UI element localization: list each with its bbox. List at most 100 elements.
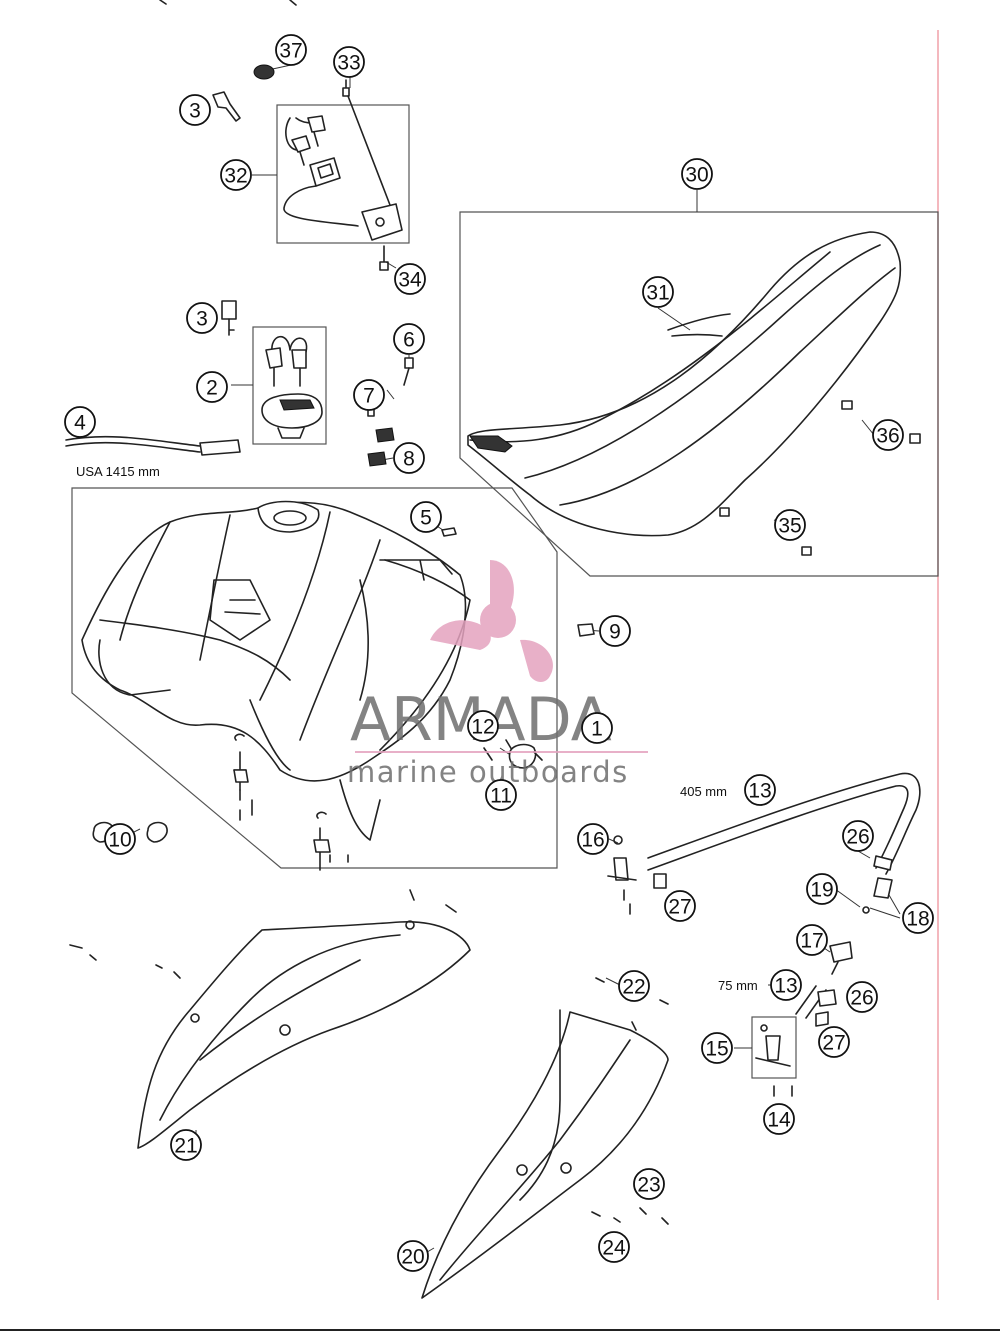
callout-number: 5 bbox=[420, 507, 432, 530]
callout-number: 21 bbox=[174, 1135, 197, 1158]
callout-12: 12 bbox=[467, 710, 499, 742]
fuel-tank bbox=[81, 500, 471, 841]
callout-number: 13 bbox=[748, 780, 771, 803]
callout-number: 14 bbox=[767, 1109, 791, 1132]
callout-number: 2 bbox=[206, 377, 218, 400]
callout-27: 27 bbox=[818, 1026, 850, 1058]
callout-number: 17 bbox=[800, 930, 823, 953]
callout-number: 34 bbox=[398, 269, 422, 292]
watermark-tagline: marine outboards bbox=[347, 755, 629, 789]
callout-34: 34 bbox=[394, 263, 426, 295]
callout-number: 1 bbox=[591, 718, 603, 741]
callout-number: 35 bbox=[778, 515, 801, 538]
callout-33: 33 bbox=[333, 46, 365, 78]
seat bbox=[467, 231, 902, 537]
fuel-tank-cap bbox=[261, 335, 323, 439]
callout-number: 22 bbox=[622, 976, 645, 999]
callout-number: 13 bbox=[774, 975, 797, 998]
callout-36: 36 bbox=[872, 419, 904, 451]
callout-26: 26 bbox=[846, 981, 878, 1013]
callout-number: 36 bbox=[876, 425, 899, 448]
callout-number: 16 bbox=[581, 829, 604, 852]
seat-rubber-bumpers bbox=[719, 400, 921, 556]
callout-number: 12 bbox=[471, 716, 494, 739]
callout-19: 19 bbox=[806, 873, 838, 905]
callout-30: 30 bbox=[681, 158, 713, 190]
fuel-hose-long bbox=[647, 772, 921, 914]
callout-17: 17 bbox=[796, 924, 828, 956]
key bbox=[221, 300, 237, 336]
callout-number: 15 bbox=[705, 1038, 728, 1061]
propeller-logo bbox=[430, 560, 554, 682]
fuel-tank-group-box bbox=[71, 487, 558, 869]
callout-32: 32 bbox=[220, 159, 252, 191]
callout-1: 1 bbox=[581, 712, 613, 744]
callout-number: 30 bbox=[685, 164, 708, 187]
ignition-lock-group-box bbox=[276, 104, 410, 244]
callout-16: 16 bbox=[577, 823, 609, 855]
callout-35: 35 bbox=[774, 509, 806, 541]
callout-27: 27 bbox=[664, 890, 696, 922]
tank-small-parts bbox=[92, 527, 595, 871]
callout-number: 33 bbox=[337, 52, 360, 75]
callout-3: 3 bbox=[179, 94, 211, 126]
callout-20: 20 bbox=[397, 1240, 429, 1272]
cropped-heading-remnant bbox=[159, 0, 297, 6]
callout-number: 6 bbox=[403, 329, 415, 352]
callout-number: 4 bbox=[74, 412, 86, 435]
callout-number: 9 bbox=[609, 621, 621, 644]
long-hose-length-label: 405 mm bbox=[680, 784, 727, 799]
short-hose-length-label: 75 mm bbox=[718, 978, 758, 993]
callout-15: 15 bbox=[701, 1032, 733, 1064]
seat-group-box bbox=[459, 211, 939, 577]
callout-number: 18 bbox=[906, 908, 929, 931]
callout-26: 26 bbox=[842, 820, 874, 852]
callout-6: 6 bbox=[393, 323, 425, 355]
armada-watermark: ARMADA marine outboards bbox=[347, 560, 648, 789]
callout-2: 2 bbox=[196, 371, 228, 403]
callout-number: 24 bbox=[602, 1237, 626, 1260]
callout-number: 11 bbox=[490, 785, 512, 808]
side-cover-left bbox=[69, 889, 471, 1149]
callout-number: 26 bbox=[850, 987, 873, 1010]
callout-number: 8 bbox=[403, 448, 415, 471]
callout-9: 9 bbox=[599, 615, 631, 647]
callout-8: 8 bbox=[393, 442, 425, 474]
side-cover-right bbox=[421, 977, 669, 1299]
callout-number: 37 bbox=[279, 40, 302, 63]
callout-24: 24 bbox=[598, 1231, 630, 1263]
callout-number: 3 bbox=[189, 100, 201, 123]
callout-37: 37 bbox=[275, 34, 307, 66]
callout-10: 10 bbox=[104, 823, 136, 855]
callout-13: 13 bbox=[770, 969, 802, 1001]
callout-number: 19 bbox=[810, 879, 833, 902]
callout-number: 23 bbox=[637, 1174, 660, 1197]
callout-22: 22 bbox=[618, 970, 650, 1002]
callout-11: 11 bbox=[485, 779, 517, 811]
callout-number: 10 bbox=[108, 829, 131, 852]
callout-number: 31 bbox=[646, 282, 669, 305]
tank-vent-hose bbox=[65, 435, 241, 456]
callout-number: 27 bbox=[668, 896, 691, 919]
callout-number: 32 bbox=[224, 165, 247, 188]
callout-3: 3 bbox=[186, 302, 218, 334]
callout-31: 31 bbox=[642, 276, 674, 308]
callout-4: 4 bbox=[64, 406, 96, 438]
callout-number: 20 bbox=[401, 1246, 424, 1269]
callout-23: 23 bbox=[633, 1168, 665, 1200]
callout-number: 7 bbox=[363, 385, 375, 408]
callout-18: 18 bbox=[902, 902, 934, 934]
callout-number: 27 bbox=[822, 1032, 845, 1055]
usa-hose-length-label: USA 1415 mm bbox=[76, 464, 160, 479]
callout-13: 13 bbox=[744, 774, 776, 806]
ignition-lock-parts bbox=[212, 64, 403, 271]
callout-number: 3 bbox=[196, 308, 208, 331]
callout-number: 26 bbox=[846, 826, 869, 849]
fuel-tap-upper bbox=[607, 835, 667, 915]
fuel-tap-lower-parts bbox=[755, 941, 853, 1097]
callout-7: 7 bbox=[353, 379, 385, 411]
callout-5: 5 bbox=[410, 501, 442, 533]
